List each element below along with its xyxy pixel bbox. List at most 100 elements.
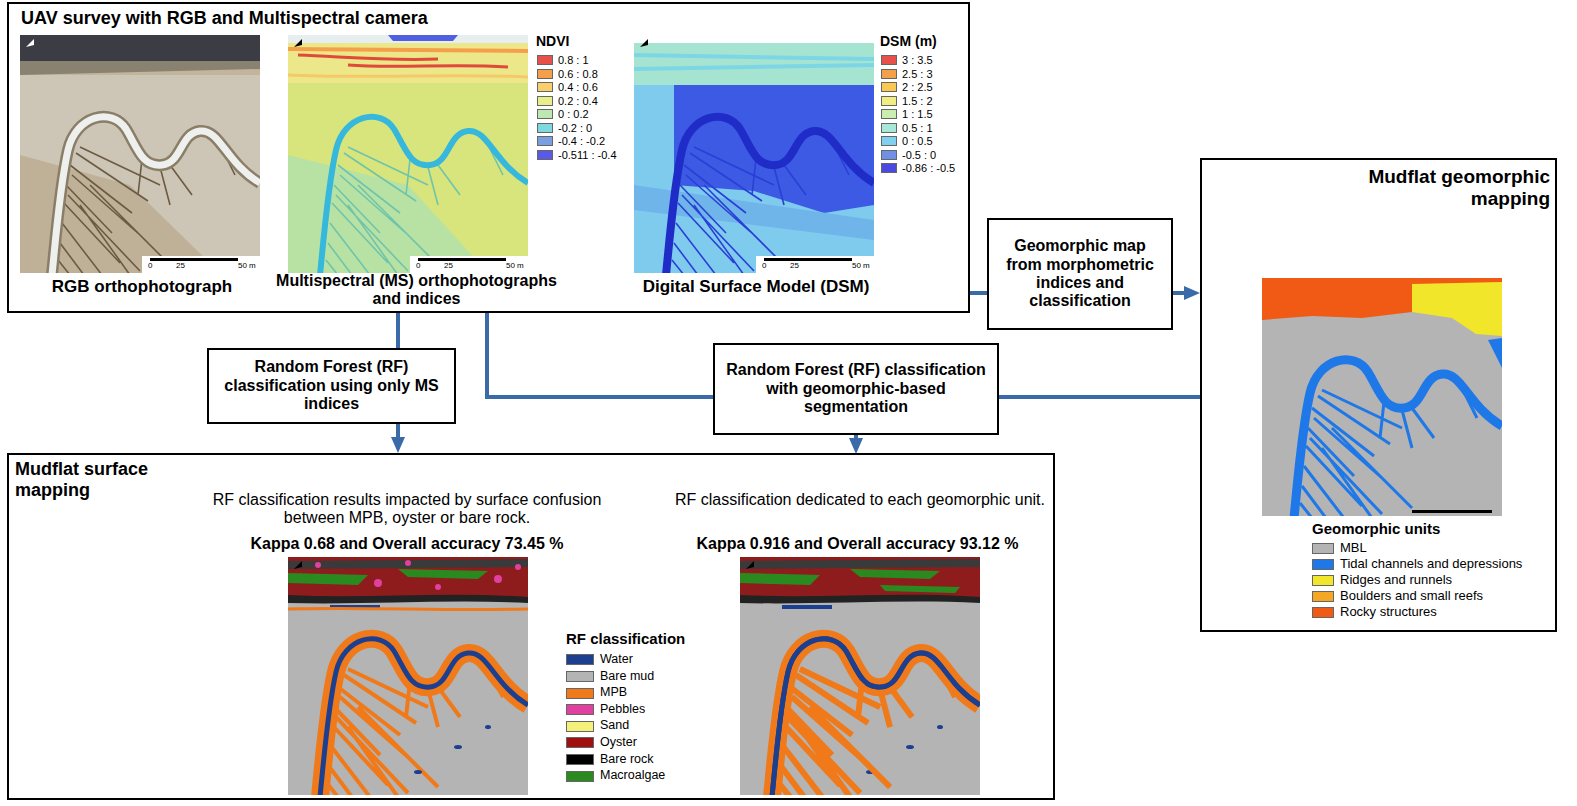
- box-heading: UAV survey with RGB and Multispectral ca…: [21, 8, 581, 29]
- legend-swatch: [1312, 559, 1334, 570]
- map-feature: [298, 55, 438, 60]
- legend-swatch: [566, 721, 594, 732]
- panel-box: Mudflat surface mapping RF classification…: [7, 453, 1055, 800]
- legend-item: Bare rock: [566, 753, 654, 767]
- legend-item: 3 : 3.5: [881, 54, 933, 66]
- geomorphic-map: [1262, 278, 1502, 516]
- map-feature: [880, 585, 960, 593]
- legend-text: Ridges and runnels: [1340, 573, 1452, 587]
- map-feature: [288, 35, 528, 43]
- map-feature: [418, 258, 506, 261]
- map-feature: [288, 43, 528, 83]
- legend-swatch: [537, 96, 553, 106]
- legend-swatch: [566, 688, 594, 699]
- digital-surface-model: [634, 35, 874, 273]
- legend-item: Rocky structures: [1312, 605, 1437, 619]
- map-feature: [142, 256, 260, 273]
- legend-text: 0 : 0.5: [902, 135, 933, 147]
- legend-text: MPB: [600, 686, 627, 700]
- legend-swatch: [566, 671, 594, 682]
- box-heading: Mudflat geomorphic mapping: [1330, 166, 1550, 210]
- map-feature: [764, 258, 852, 261]
- box-heading: Random Forest (RF) classification using …: [217, 358, 446, 413]
- scale-label: 25: [176, 262, 185, 271]
- connector-arrow: [396, 424, 400, 443]
- map-feature: [666, 117, 874, 273]
- box-text: Kappa 0.916 and Overall accuracy 93.12 %: [660, 535, 1055, 553]
- legend-swatch: [537, 150, 553, 160]
- legend-swatch: [881, 69, 897, 79]
- scale-label: 50 m: [506, 262, 524, 271]
- legend-item: 0.4 : 0.6: [537, 81, 598, 93]
- box-text: RGB orthophotograph: [22, 277, 262, 297]
- map-feature: [1412, 510, 1492, 513]
- legend-text: 0.4 : 0.6: [558, 81, 598, 93]
- connector-arrow: [1173, 291, 1190, 295]
- legend-item: -0.5 : 0: [881, 149, 936, 161]
- legend-text: 0 : 0.2: [558, 108, 589, 120]
- map-feature: [288, 49, 528, 51]
- legend-item: MBL: [1312, 541, 1367, 555]
- legend-swatch: [1312, 575, 1334, 586]
- legend-item: 0 : 0.2: [537, 108, 589, 120]
- scale-label: 50 m: [852, 262, 870, 271]
- connector-arrow: [970, 291, 987, 295]
- map-feature: [494, 575, 502, 583]
- legend-swatch: [881, 163, 897, 173]
- legend-text: -0.2 : 0: [558, 122, 592, 134]
- legend-swatch: [537, 69, 553, 79]
- legend-text: Rocky structures: [1340, 605, 1437, 619]
- legend-item: Pebbles: [566, 703, 645, 717]
- process-box: Random Forest (RF) classification using …: [207, 348, 456, 424]
- map-feature: [756, 256, 874, 273]
- legend-text: 0.2 : 0.4: [558, 95, 598, 107]
- rf-geomorphic-map: [740, 557, 980, 795]
- legend-item: -0.4 : -0.2: [537, 135, 605, 147]
- legend-text: 0.8 : 1: [558, 54, 589, 66]
- map-feature: [315, 562, 321, 568]
- legend-swatch: [537, 136, 553, 146]
- legend-text: -0.86 : -0.5: [902, 162, 955, 174]
- legend-swatch: [566, 704, 594, 715]
- legend-item: Ridges and runnels: [1312, 573, 1452, 587]
- legend-swatch: [881, 109, 897, 119]
- legend-swatch: [1312, 543, 1334, 554]
- map-feature: [634, 35, 874, 43]
- legend-item: Water: [566, 653, 633, 667]
- legend-item: Sand: [566, 719, 629, 733]
- legend-item: 0.6 : 0.8: [537, 68, 598, 80]
- legend-swatch: [881, 150, 897, 160]
- legend-text: Water: [600, 653, 633, 667]
- legend-text: Bare rock: [600, 753, 654, 767]
- box-heading: Mudflat surface mapping: [15, 459, 195, 500]
- map-feature: [634, 43, 874, 85]
- legend-text: Tidal channels and depressions: [1340, 557, 1522, 571]
- legend-item: 2 : 2.5: [881, 81, 933, 93]
- scale-label: 25: [790, 262, 799, 271]
- map-feature: [348, 65, 508, 67]
- legend-swatch: [566, 654, 594, 665]
- multispectral-ndvi-map: [288, 35, 528, 273]
- legend-swatch: [537, 123, 553, 133]
- rf-ms-only-map: [288, 557, 528, 795]
- connector-arrow: [999, 395, 1200, 399]
- legend-swatch: [881, 136, 897, 146]
- process-box: Geomorphic map from morphometric indices…: [987, 218, 1173, 330]
- box-text: RF classification dedicated to each geom…: [665, 491, 1055, 509]
- legend-swatch: [881, 55, 897, 65]
- scale-label: 50 m: [238, 262, 256, 271]
- map-feature: [288, 608, 528, 609]
- legend-text: MBL: [1340, 541, 1367, 555]
- legend-text: 2 : 2.5: [902, 81, 933, 93]
- map-feature: [288, 557, 528, 795]
- box-text: Multispectral (MS) orthophotographs and …: [274, 272, 559, 309]
- legend-text: 0.5 : 1: [902, 122, 933, 134]
- legend-item: Boulders and small reefs: [1312, 589, 1483, 603]
- legend-swatch: [881, 123, 897, 133]
- legend-text: Pebbles: [600, 703, 645, 717]
- legend-item: 2.5 : 3: [881, 68, 933, 80]
- map-feature: [20, 35, 260, 61]
- box-text: Kappa 0.68 and Overall accuracy 73.45 %: [197, 535, 617, 553]
- legend-item: -0.511 : -0.4: [537, 149, 617, 161]
- map-feature: [778, 667, 955, 795]
